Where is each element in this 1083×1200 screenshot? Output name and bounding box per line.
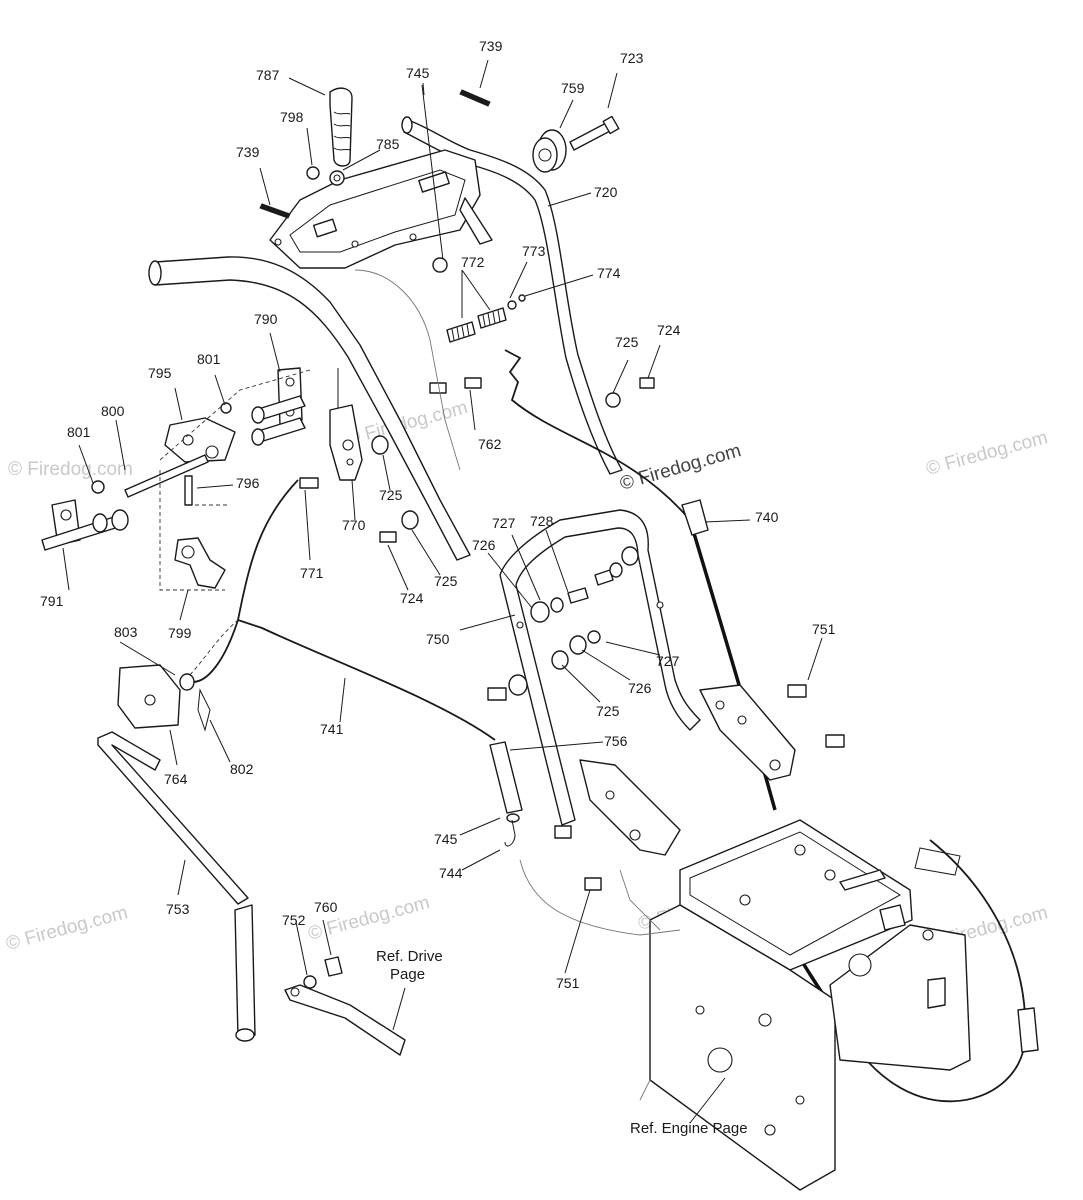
watermark-bottom-left: © Firedog.com xyxy=(4,902,130,955)
label-790: 790 xyxy=(254,311,278,327)
label-725-lowest: 725 xyxy=(596,703,620,719)
label-803: 803 xyxy=(114,624,138,640)
label-751-right: 751 xyxy=(812,621,836,637)
label-745-low: 745 xyxy=(434,831,458,847)
ref-drive-line1: Ref. Drive xyxy=(376,948,443,965)
label-753: 753 xyxy=(166,901,190,917)
reference-labels: Ref. Drive Page Ref. Engine Page xyxy=(376,948,748,1137)
label-795: 795 xyxy=(148,365,172,381)
label-724-top: 724 xyxy=(657,322,681,338)
label-726-low: 726 xyxy=(628,680,652,696)
label-745-top: 745 xyxy=(406,65,430,81)
leader-lines xyxy=(62,59,823,1124)
label-751-low: 751 xyxy=(556,975,580,991)
label-750: 750 xyxy=(426,631,450,647)
watermark-center-dark: © Firedog.com xyxy=(618,440,744,495)
label-756: 756 xyxy=(604,733,628,749)
engine-frame xyxy=(619,819,971,1191)
label-773: 773 xyxy=(522,243,546,259)
label-800: 800 xyxy=(101,403,125,419)
label-720: 720 xyxy=(594,184,618,200)
label-739-left: 739 xyxy=(236,144,260,160)
label-759: 759 xyxy=(561,80,585,96)
label-728: 728 xyxy=(530,513,554,529)
label-760: 760 xyxy=(314,899,338,915)
label-727-top: 727 xyxy=(492,515,516,531)
watermark-right: © Firedog.com xyxy=(924,427,1050,480)
label-770: 770 xyxy=(342,517,366,533)
label-798: 798 xyxy=(280,109,304,125)
label-724-low: 724 xyxy=(400,590,424,606)
label-723: 723 xyxy=(620,50,644,66)
ref-engine-page: Ref. Engine Page xyxy=(630,1120,748,1137)
label-762: 762 xyxy=(478,436,502,452)
label-771: 771 xyxy=(300,565,324,581)
label-801-left: 801 xyxy=(67,424,91,440)
label-801-top: 801 xyxy=(197,351,221,367)
label-774: 774 xyxy=(597,265,621,281)
nut-745-top xyxy=(432,257,448,273)
watermark-left: © Firedog.com xyxy=(8,459,133,480)
label-752: 752 xyxy=(282,912,306,928)
lever-753 xyxy=(97,664,256,1042)
drive-bracket xyxy=(284,956,406,1056)
nut-798 xyxy=(306,166,320,180)
label-727-low: 727 xyxy=(656,653,680,669)
control-bracket-assembly xyxy=(41,367,311,591)
spring-756 xyxy=(489,741,523,847)
shift-knob xyxy=(329,87,353,167)
part-labels: 787 739 745 723 759 798 785 739 720 773 … xyxy=(40,38,836,991)
label-740: 740 xyxy=(755,509,779,525)
springs-772 xyxy=(446,294,526,343)
label-744: 744 xyxy=(439,865,463,881)
ref-drive-line2: Page xyxy=(390,966,425,983)
shift-indicators xyxy=(259,89,491,219)
hardware-727 xyxy=(487,546,845,891)
label-726-top: 726 xyxy=(472,537,496,553)
ghost-outlines xyxy=(354,269,681,936)
plate-left xyxy=(579,759,681,856)
washer-785 xyxy=(329,170,345,186)
label-725-mid: 725 xyxy=(379,487,403,503)
label-802: 802 xyxy=(230,761,254,777)
label-785: 785 xyxy=(376,136,400,152)
label-791: 791 xyxy=(40,593,64,609)
plate-right xyxy=(699,684,796,781)
bracket-770 xyxy=(299,368,655,543)
label-739-top: 739 xyxy=(479,38,503,54)
label-799: 799 xyxy=(168,625,192,641)
label-725-top: 725 xyxy=(615,334,639,350)
label-787: 787 xyxy=(256,67,280,83)
label-772: 772 xyxy=(461,254,485,270)
label-725-low: 725 xyxy=(434,573,458,589)
label-796: 796 xyxy=(236,475,260,491)
label-741: 741 xyxy=(320,721,344,737)
label-764: 764 xyxy=(164,771,188,787)
knob-759 xyxy=(532,115,620,173)
